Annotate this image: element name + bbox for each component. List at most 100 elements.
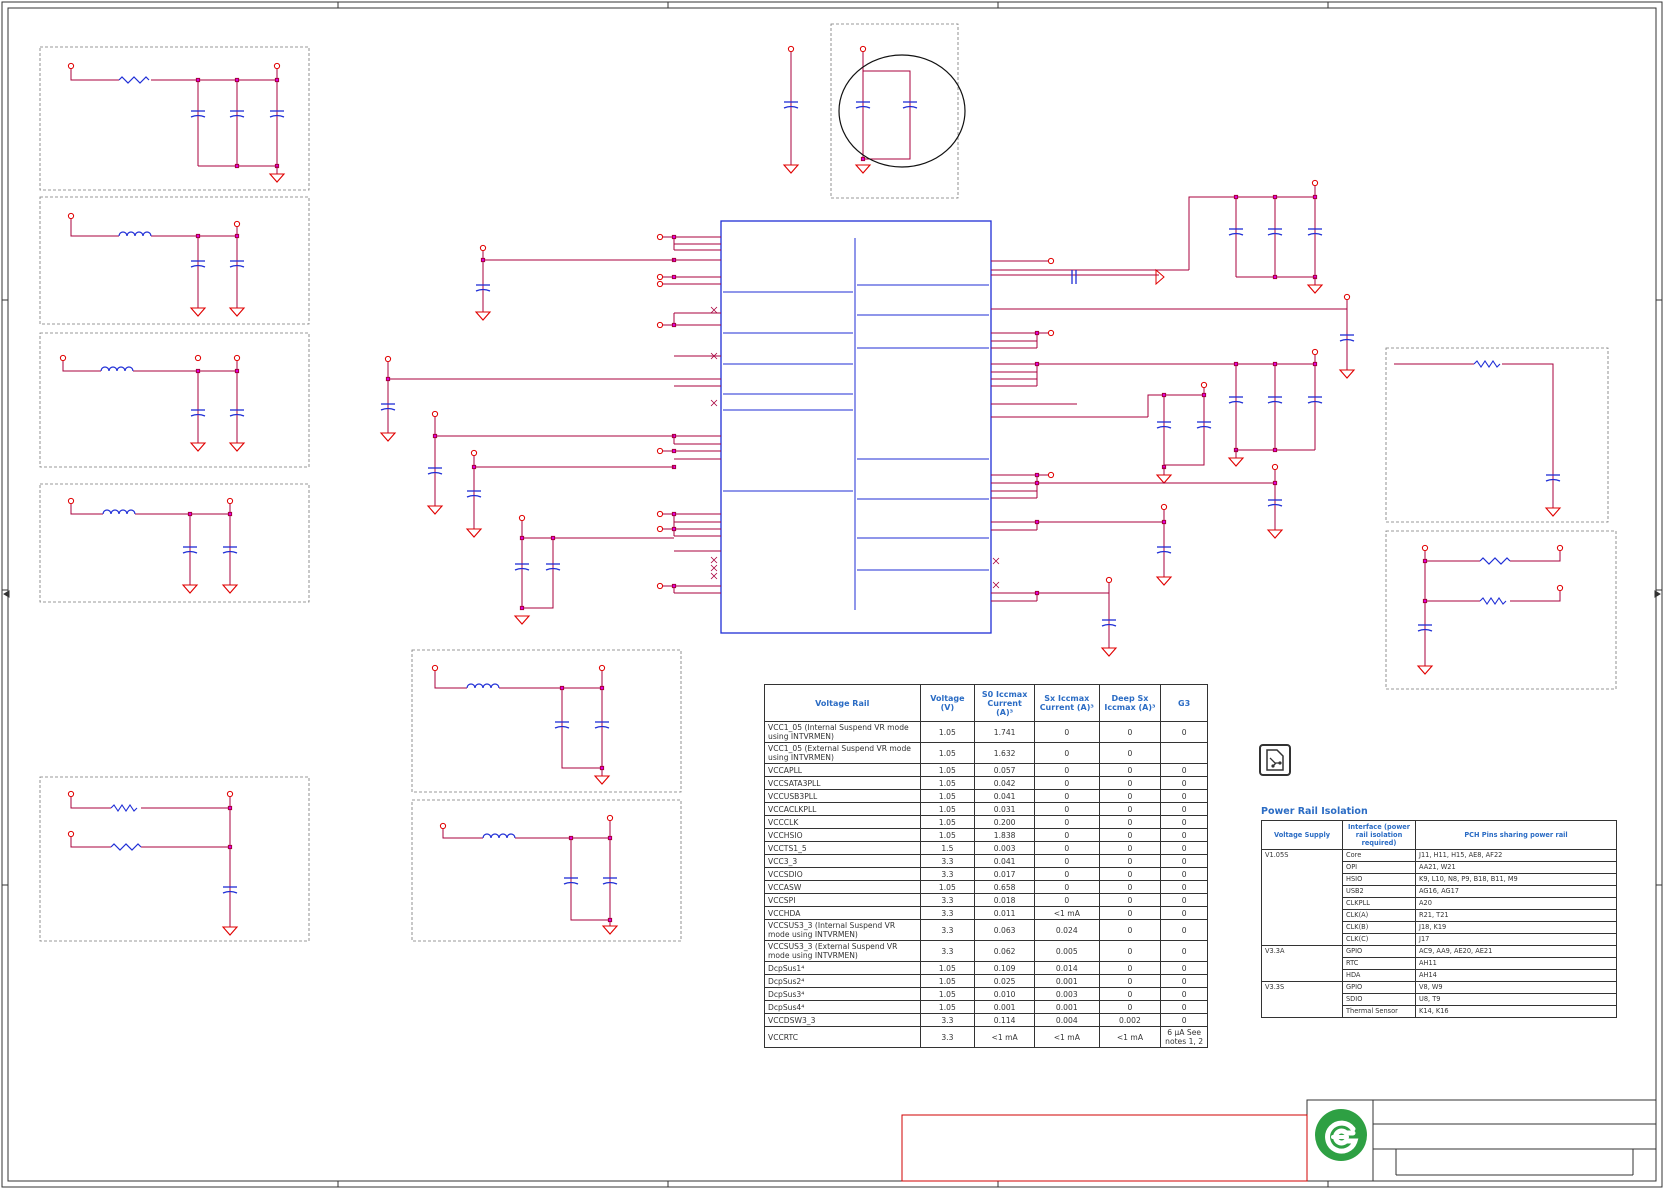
interface-cell: SDIO xyxy=(1342,993,1416,1006)
header-voltage-supply: Voltage Supply xyxy=(1261,820,1343,850)
rail-sx: 0 xyxy=(1033,721,1100,743)
pch-pins-cell: AG16, AG17 xyxy=(1415,885,1617,898)
pch-pins-cell: J17 xyxy=(1415,933,1617,946)
rail-deep-sx: 0 xyxy=(1098,776,1162,790)
filter-block-6 xyxy=(431,664,610,785)
pch-pins-cell: K9, L10, N8, P9, B18, B11, M9 xyxy=(1415,873,1617,886)
rail-g3: 0 xyxy=(1160,906,1208,920)
rail-s0: 0.001 xyxy=(974,1000,1035,1014)
rail-deep-sx: 0 xyxy=(1098,721,1162,743)
rail-voltage: 1.05 xyxy=(919,802,976,816)
rail-s0: 1.838 xyxy=(974,828,1035,842)
rail-g3: 0 xyxy=(1160,1000,1208,1014)
filter-block-2 xyxy=(67,212,245,317)
rail-s0: 1.741 xyxy=(974,721,1035,743)
rail-voltage: 3.3 xyxy=(919,940,976,962)
rail-sx: 0.014 xyxy=(1033,961,1100,975)
rail-name: VCCHDA xyxy=(764,906,921,920)
rail-voltage: 1.05 xyxy=(919,763,976,777)
interface-cell: Thermal Sensor xyxy=(1342,1005,1416,1018)
rail-voltage: 3.3 xyxy=(919,854,976,868)
rail-voltage: 1.05 xyxy=(919,721,976,743)
filter-block-7 xyxy=(439,814,618,935)
rail-s0: 0.003 xyxy=(974,841,1035,855)
rail-g3: 0 xyxy=(1160,841,1208,855)
rail-sx: 0 xyxy=(1033,854,1100,868)
rail-sx: 0 xyxy=(1033,802,1100,816)
pch-pins-cell: AA21, W21 xyxy=(1415,861,1617,874)
revision-box xyxy=(901,1114,1308,1182)
rail-name: VCCAPLL xyxy=(764,763,921,777)
rail-name: VCCRTC xyxy=(764,1026,921,1048)
rail-sx: 0 xyxy=(1033,815,1100,829)
rail-name: VCCSATA3PLL xyxy=(764,776,921,790)
rail-sx: 0 xyxy=(1033,776,1100,790)
rail-g3: 0 xyxy=(1160,987,1208,1001)
interface-cell: CLK(C) xyxy=(1342,933,1416,946)
header-voltage: Voltage (V) xyxy=(919,684,976,722)
rail-name: VCC1_05 (Internal Suspend VR mode using … xyxy=(764,721,921,743)
pch-pins-cell: J11, H11, H15, AE8, AF22 xyxy=(1415,849,1617,862)
rail-s0: 0.010 xyxy=(974,987,1035,1001)
table-row: CLK(B)J18, K19 xyxy=(1262,921,1617,934)
rail-g3: 0 xyxy=(1160,776,1208,790)
rail-voltage: 1.05 xyxy=(919,828,976,842)
rail-deep-sx: 0 xyxy=(1098,854,1162,868)
header-pch-pins: PCH Pins sharing power rail xyxy=(1415,820,1617,850)
rail-voltage: 1.05 xyxy=(919,815,976,829)
interface-cell: CLKPLL xyxy=(1342,897,1416,910)
interface-cell: USB2 xyxy=(1342,885,1416,898)
interface-cell: GPIO xyxy=(1342,981,1416,994)
rail-name: DcpSus1⁴ xyxy=(764,961,921,975)
pch-pins-cell: A20 xyxy=(1415,897,1617,910)
rail-s0: 0.041 xyxy=(974,789,1035,803)
company-logo-icon xyxy=(1313,1107,1369,1163)
rail-name: DcpSus2⁴ xyxy=(764,974,921,988)
pch-pins-cell: V8, W9 xyxy=(1415,981,1617,994)
rail-s0: 1.632 xyxy=(974,742,1035,764)
rail-voltage: 1.05 xyxy=(919,1000,976,1014)
rail-deep-sx: 0 xyxy=(1098,763,1162,777)
table-row: CLK(A)R21, T21 xyxy=(1262,909,1617,922)
rail-sx: 0 xyxy=(1033,841,1100,855)
rail-sx: <1 mA xyxy=(1033,906,1100,920)
rail-deep-sx: 0 xyxy=(1098,940,1162,962)
schematic-document-glyph xyxy=(1266,749,1284,771)
rail-sx: 0.004 xyxy=(1033,1013,1100,1027)
rail-table-header: Voltage Rail Voltage (V) S0 Iccmax Curre… xyxy=(764,684,1208,722)
interface-cell: HSIO xyxy=(1342,873,1416,886)
rail-name: VCC1_05 (External Suspend VR mode using … xyxy=(764,742,921,764)
rail-deep-sx: 0 xyxy=(1098,893,1162,907)
rail-name: VCCCLK xyxy=(764,815,921,829)
rail-s0: 0.017 xyxy=(974,867,1035,881)
rail-voltage: 1.05 xyxy=(919,961,976,975)
rail-sx: <1 mA xyxy=(1033,1026,1100,1048)
rail-name: VCCUSB3PLL xyxy=(764,789,921,803)
rail-deep-sx: 0 xyxy=(1098,867,1162,881)
isolation-title: Power Rail Isolation xyxy=(1261,806,1368,817)
rail-name: VCCASW xyxy=(764,880,921,894)
interface-cell: CLK(A) xyxy=(1342,909,1416,922)
filter-block-5 xyxy=(67,790,238,936)
table-row: VCCSUS3_3 (External Suspend VR mode usin… xyxy=(764,940,1208,962)
schematic-document-icon xyxy=(1259,744,1291,776)
rail-deep-sx: 0.002 xyxy=(1098,1013,1162,1027)
rail-name: VCCSDIO xyxy=(764,867,921,881)
header-interface: Interface (power rail isolation required… xyxy=(1342,820,1416,850)
rail-voltage: 3.3 xyxy=(919,1013,976,1027)
pch-pins-cell: J18, K19 xyxy=(1415,921,1617,934)
rail-name: VCCACLKPLL xyxy=(764,802,921,816)
rail-voltage: 1.05 xyxy=(919,776,976,790)
